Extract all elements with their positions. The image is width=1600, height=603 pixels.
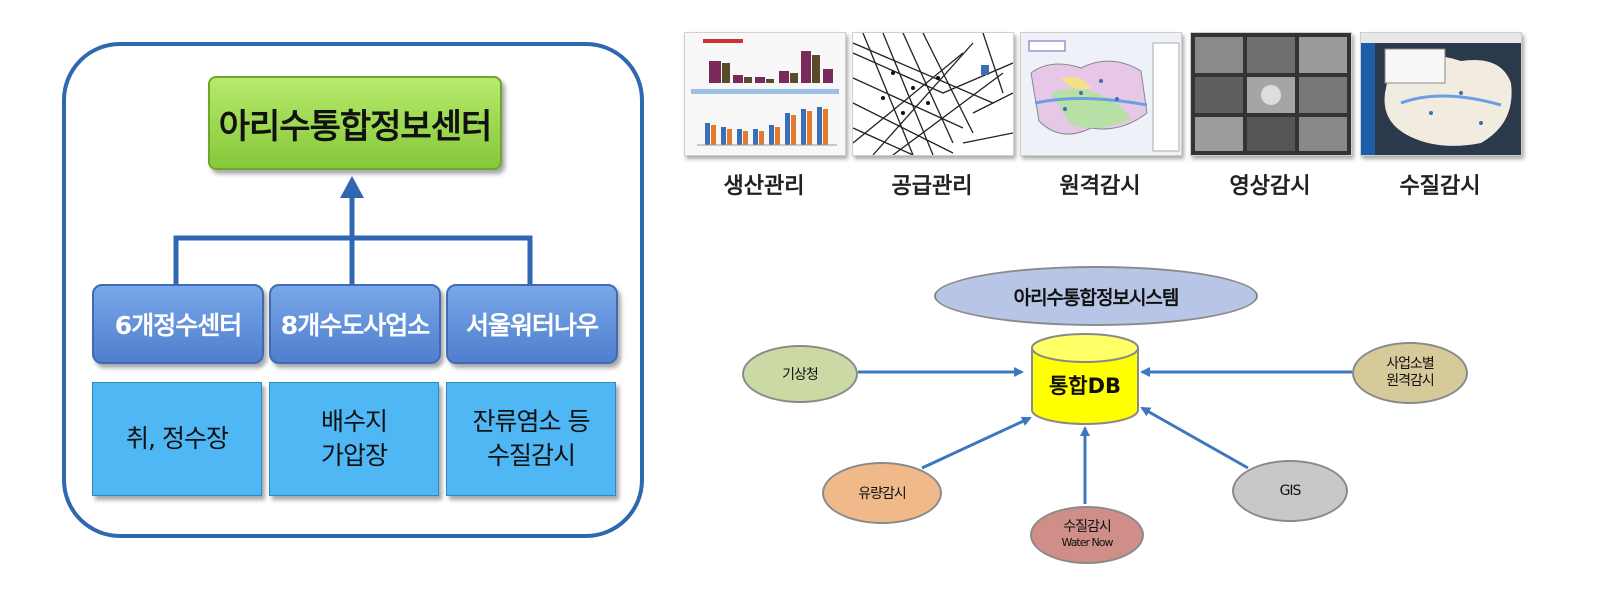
unit-seoul-water-now: 서울워터나우 (446, 284, 618, 364)
screenshot-production (684, 32, 846, 156)
screenshot-remote (1020, 32, 1182, 156)
node-gis: GIS (1232, 460, 1348, 522)
detail-water-quality: 잔류염소 등 수질감시 (446, 382, 616, 496)
arrow-gis (1140, 406, 1249, 470)
center-panel-frame (62, 42, 644, 538)
label-remote: 원격감시 (1059, 174, 1141, 199)
quality-node-title: 수질감시 (1063, 519, 1112, 535)
db-cylinder-body (1031, 348, 1139, 425)
detail-reservoirs: 배수지 가압장 (269, 382, 439, 496)
info-center-box: 아리수통합정보센터 (208, 76, 502, 170)
hierarchy-connectors (173, 176, 533, 284)
arrow-flow (921, 416, 1032, 470)
screenshot-supply (852, 32, 1014, 156)
node-weather: 기상청 (742, 345, 858, 403)
detail-intake-plants: 취, 정수장 (92, 382, 262, 496)
db-cylinder-top (1031, 333, 1139, 363)
node-flow-monitoring: 유량감시 (822, 462, 942, 524)
unit-purification-centers: 6개정수센터 (92, 284, 264, 364)
screenshot-video (1190, 32, 1352, 156)
quality-node-subtitle: Water Now (1061, 536, 1114, 549)
label-quality: 수질감시 (1399, 174, 1481, 199)
unit-water-offices: 8개수도사업소 (269, 284, 441, 364)
label-video: 영상감시 (1229, 174, 1311, 199)
up-arrow-head (340, 176, 364, 198)
screenshot-quality (1360, 32, 1522, 156)
node-remote-monitoring: 사업소별 원격감시 (1352, 342, 1468, 404)
label-production: 생산관리 (723, 174, 805, 199)
label-supply: 공급관리 (891, 174, 973, 199)
system-arrows (858, 333, 1352, 504)
system-title-ellipse: 아리수통합정보시스템 (934, 266, 1258, 326)
node-quality-monitoring: 수질감시 Water Now (1030, 506, 1144, 564)
integrated-db-label: 통합DB (1048, 374, 1122, 398)
